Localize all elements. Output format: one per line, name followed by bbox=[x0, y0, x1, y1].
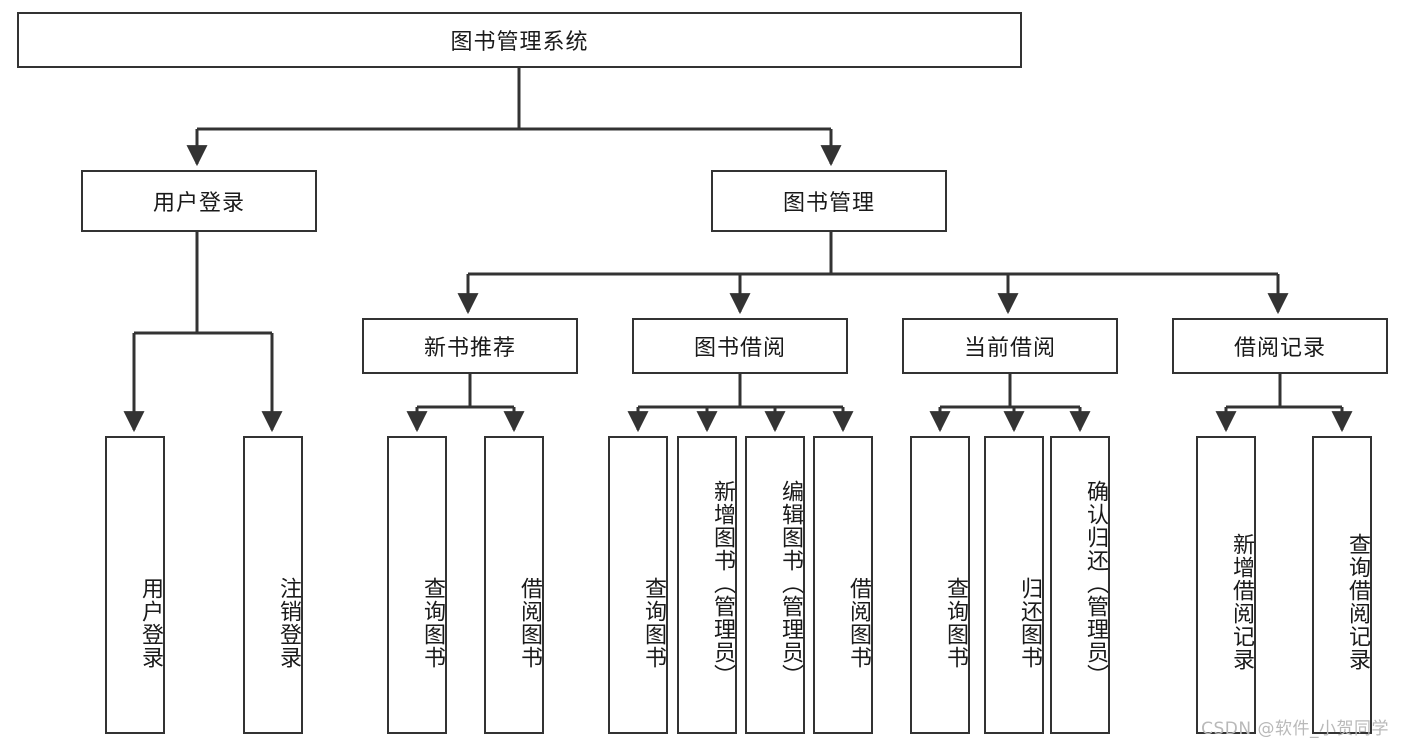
node-borrow-record[interactable]: 借阅记录 bbox=[1172, 318, 1388, 374]
node-leaf-add-record[interactable]: 新增借阅记录 bbox=[1196, 436, 1256, 734]
node-leaf-add-book[interactable]: 新增图书（管理员） bbox=[677, 436, 737, 734]
node-book-manage[interactable]: 图书管理 bbox=[711, 170, 947, 232]
node-leaf-borrow-book-2[interactable]: 借阅图书 bbox=[813, 436, 873, 734]
node-leaf-query-book-3[interactable]: 查询图书 bbox=[910, 436, 970, 734]
node-user-login[interactable]: 用户登录 bbox=[81, 170, 317, 232]
node-leaf-query-book-2[interactable]: 查询图书 bbox=[608, 436, 668, 734]
node-leaf-query-record[interactable]: 查询借阅记录 bbox=[1312, 436, 1372, 734]
node-leaf-user-login[interactable]: 用户登录 bbox=[105, 436, 165, 734]
csdn-watermark: CSDN @软件_小贺同学 bbox=[1201, 719, 1389, 739]
node-leaf-return-book[interactable]: 归还图书 bbox=[984, 436, 1044, 734]
node-leaf-user-logout[interactable]: 注销登录 bbox=[243, 436, 303, 734]
node-leaf-edit-book[interactable]: 编辑图书（管理员） bbox=[745, 436, 805, 734]
node-root[interactable]: 图书管理系统 bbox=[17, 12, 1022, 68]
node-leaf-query-book-1[interactable]: 查询图书 bbox=[387, 436, 447, 734]
node-leaf-confirm-return[interactable]: 确认归还（管理员） bbox=[1050, 436, 1110, 734]
node-book-borrow[interactable]: 图书借阅 bbox=[632, 318, 848, 374]
node-leaf-borrow-book-1[interactable]: 借阅图书 bbox=[484, 436, 544, 734]
node-current-borrow[interactable]: 当前借阅 bbox=[902, 318, 1118, 374]
node-new-book-recommend[interactable]: 新书推荐 bbox=[362, 318, 578, 374]
